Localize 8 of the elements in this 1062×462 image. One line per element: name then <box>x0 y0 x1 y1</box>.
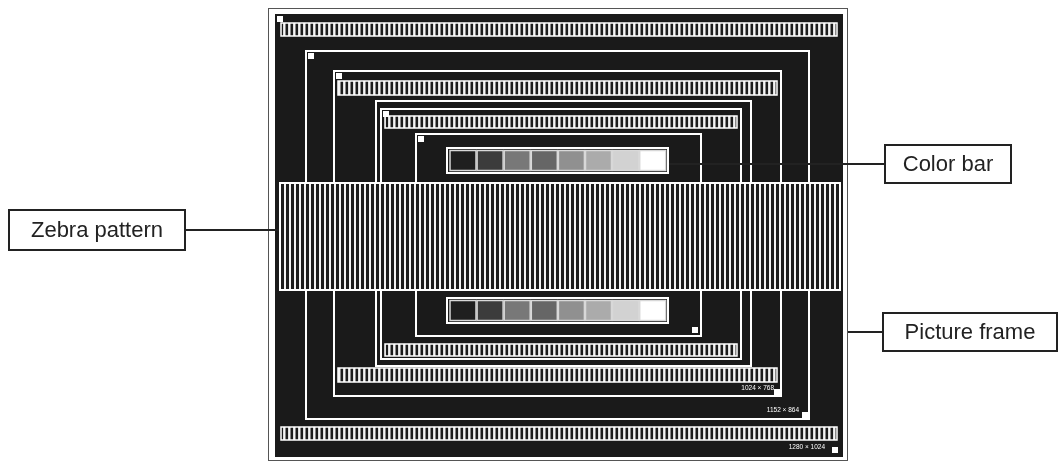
zebra-pattern <box>279 182 841 291</box>
callout-box: Zebra pattern <box>8 209 186 251</box>
leader-line <box>185 229 280 231</box>
leader-line <box>847 331 883 333</box>
color-bar <box>446 297 669 324</box>
color-bar <box>446 147 669 174</box>
callout-box: Color bar <box>884 144 1012 184</box>
callout-box: Picture frame <box>882 312 1058 352</box>
